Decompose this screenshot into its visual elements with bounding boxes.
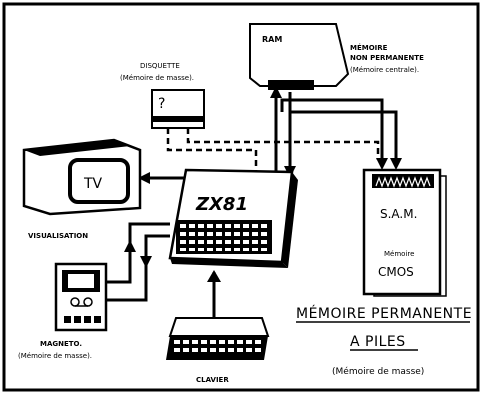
- perm-line-3: (Mémoire de masse): [332, 366, 424, 377]
- clavier-top: [170, 318, 268, 336]
- disquette: ? DISQUETTE (Mémoire de masse).: [120, 62, 204, 128]
- magneto-recorder: MAGNETO. (Mémoire de masse).: [18, 264, 106, 360]
- sam-memoire: Mémoire: [384, 250, 414, 258]
- ram-sam-link-2: [290, 112, 396, 165]
- clavier-label: CLAVIER: [196, 376, 229, 384]
- zx81-label: ZX81: [195, 194, 248, 215]
- arrow-down-sam-1: [376, 158, 388, 170]
- zx-magneto-link-2: [106, 236, 170, 300]
- disquette-title: DISQUETTE: [140, 62, 180, 70]
- arrow-up-zx-2: [124, 240, 136, 252]
- disquette-sub: (Mémoire de masse).: [120, 74, 194, 82]
- ram-body: [250, 24, 348, 86]
- arrow-up-zx-clavier: [207, 270, 221, 282]
- memoire-np-2: NON PERMANENTE: [350, 54, 424, 62]
- zx-magneto-link-1: [106, 224, 170, 282]
- arrow-down-magneto: [140, 256, 152, 268]
- perm-line-2: A PILES: [350, 334, 406, 350]
- tv-set: TV VISUALISATION: [24, 140, 140, 240]
- sam-connector: [372, 174, 434, 188]
- magneto-label: MAGNETO.: [40, 340, 82, 348]
- ram-module: RAM MÉMOIRE NON PERMANENTE (Mémoire cent…: [250, 24, 424, 90]
- ram-label: RAM: [262, 35, 282, 44]
- sam-cartridge: S.A.M. Mémoire CMOS: [364, 170, 446, 296]
- zx81-computer: ZX81: [170, 170, 298, 268]
- clavier-keyboard: CLAVIER: [166, 318, 268, 384]
- disk-dashed-1: [188, 128, 378, 160]
- memoire-np-3: (Mémoire centrale).: [350, 66, 419, 74]
- perm-line-1: MÉMOIRE PERMANENTE: [296, 305, 472, 322]
- sam-cmos: CMOS: [378, 265, 414, 279]
- visualisation-label: VISUALISATION: [28, 232, 88, 240]
- disk-mark: ?: [158, 96, 165, 112]
- sam-label: S.A.M.: [380, 207, 417, 221]
- memoire-np-1: MÉMOIRE: [350, 43, 388, 52]
- magneto-sub: (Mémoire de masse).: [18, 352, 92, 360]
- disk-strip: [152, 116, 204, 122]
- clavier-body: [166, 336, 268, 360]
- ram-sam-link-1: [282, 100, 382, 165]
- arrow-down-sam-2: [390, 158, 402, 170]
- tv-label: TV: [83, 176, 103, 192]
- ram-connector: [268, 80, 314, 90]
- magneto-window-inner: [68, 274, 94, 288]
- permanent-memory-caption: MÉMOIRE PERMANENTE A PILES (Mémoire de m…: [296, 305, 472, 377]
- disk-dashed-2: [168, 128, 256, 172]
